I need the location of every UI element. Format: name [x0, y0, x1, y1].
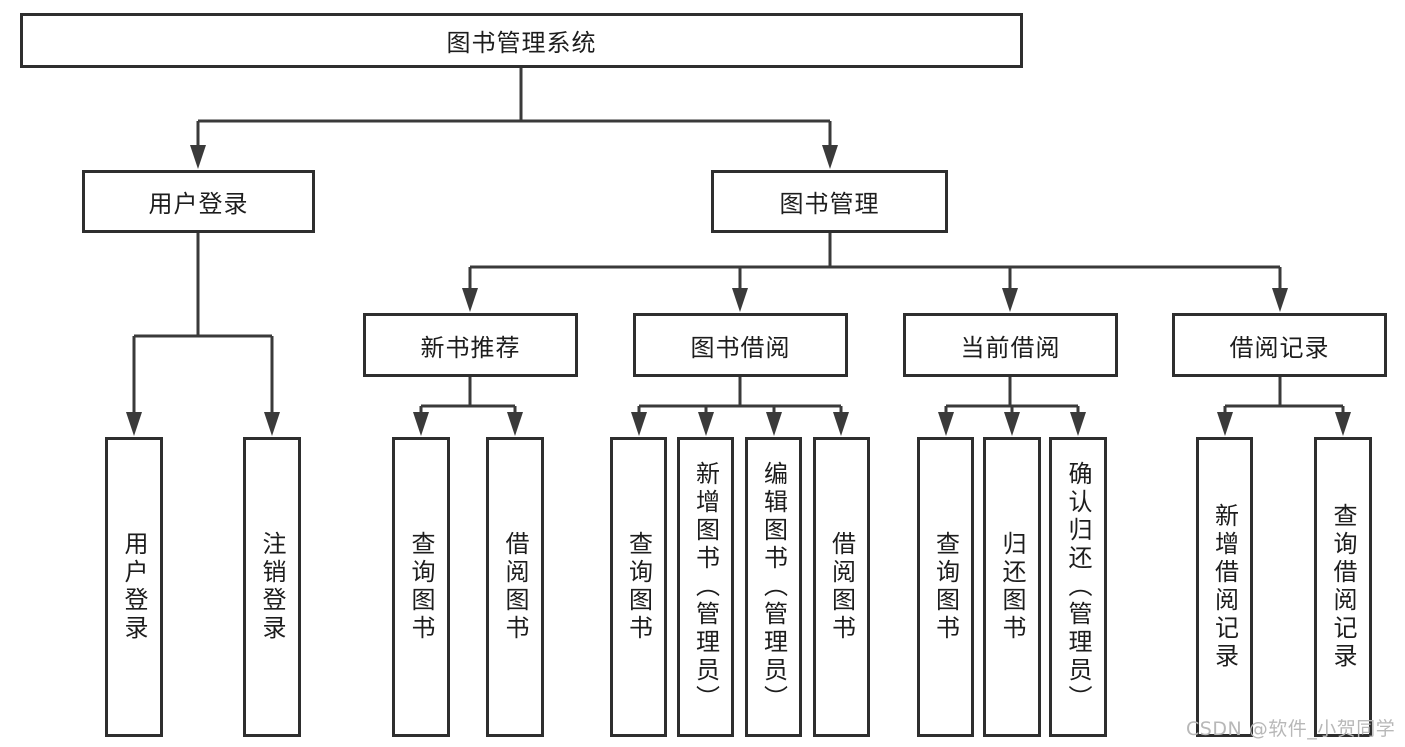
node-new-book-recommend: 新书推荐 — [363, 313, 578, 377]
leaf-search-books-recommend-label: 查询图书 — [407, 531, 435, 643]
leaf-search-borrow-record-label: 查询借阅记录 — [1329, 503, 1357, 671]
leaf-confirm-return-admin-label: 确认归还（管理员） — [1064, 461, 1092, 713]
leaf-search-books-borrow-label: 查询图书 — [624, 531, 653, 643]
leaf-search-books-current: 查询图书 — [917, 437, 974, 737]
leaf-search-borrow-record: 查询借阅记录 — [1314, 437, 1372, 737]
node-book-borrow-label: 图书借阅 — [690, 333, 791, 362]
leaf-search-books-recommend: 查询图书 — [392, 437, 450, 737]
node-book-borrow: 图书借阅 — [633, 313, 848, 377]
node-current-borrow-label: 当前借阅 — [960, 333, 1061, 362]
leaf-user-login: 用户登录 — [105, 437, 163, 737]
leaf-user-login-label: 用户登录 — [120, 531, 148, 643]
node-book-management-branch-label: 图书管理 — [779, 190, 880, 218]
leaf-search-books-borrow: 查询图书 — [610, 437, 667, 737]
node-root-system: 图书管理系统 — [20, 13, 1023, 68]
node-borrow-records-label: 借阅记录 — [1229, 333, 1330, 362]
node-new-book-recommend-label: 新书推荐 — [420, 333, 521, 362]
leaf-return-books-label: 归还图书 — [998, 531, 1026, 643]
leaf-logout: 注销登录 — [243, 437, 301, 737]
leaf-search-books-current-label: 查询图书 — [931, 531, 960, 643]
node-book-management-branch: 图书管理 — [711, 170, 948, 233]
leaf-borrow-books-recommend: 借阅图书 — [486, 437, 544, 737]
leaf-return-books: 归还图书 — [983, 437, 1041, 737]
node-user-login-branch: 用户登录 — [82, 170, 315, 233]
leaf-add-borrow-record: 新增借阅记录 — [1196, 437, 1253, 737]
node-user-login-branch-label: 用户登录 — [148, 190, 249, 218]
leaf-borrow-books: 借阅图书 — [813, 437, 870, 737]
leaf-add-borrow-record-label: 新增借阅记录 — [1210, 503, 1239, 671]
leaf-logout-label: 注销登录 — [258, 531, 286, 643]
node-current-borrow: 当前借阅 — [903, 313, 1118, 377]
leaf-add-books-admin-label: 新增图书（管理员） — [691, 461, 720, 713]
leaf-add-books-admin: 新增图书（管理员） — [677, 437, 734, 737]
node-borrow-records: 借阅记录 — [1172, 313, 1387, 377]
node-root-label: 图书管理系统 — [446, 29, 597, 57]
leaf-borrow-books-label: 借阅图书 — [827, 531, 856, 643]
leaf-confirm-return-admin: 确认归还（管理员） — [1049, 437, 1107, 737]
csdn-watermark: CSDN @软件_小贺同学 — [1186, 718, 1396, 740]
leaf-edit-books-admin-label: 编辑图书（管理员） — [759, 461, 788, 713]
leaf-edit-books-admin: 编辑图书（管理员） — [745, 437, 802, 737]
leaf-borrow-books-recommend-label: 借阅图书 — [501, 531, 529, 643]
